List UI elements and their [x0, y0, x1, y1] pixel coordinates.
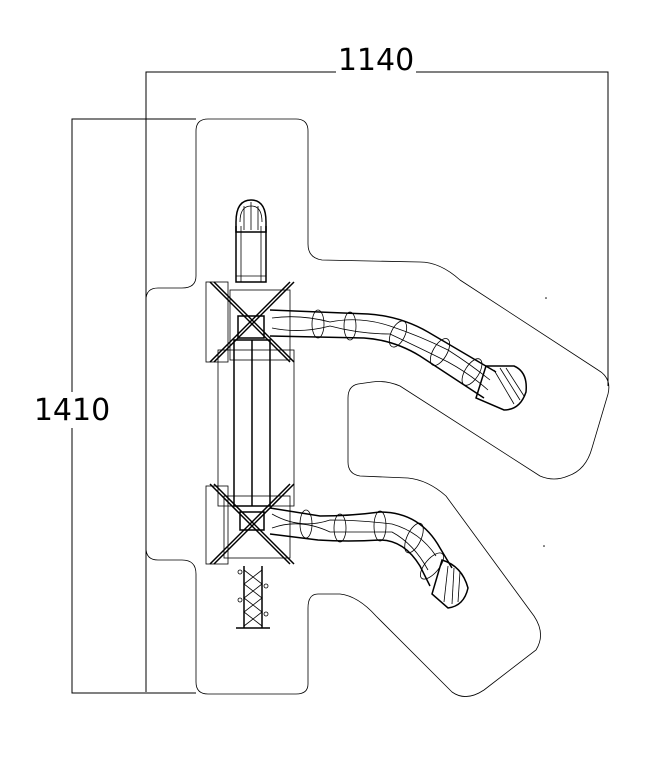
- upper-tube-slide: [269, 309, 527, 411]
- drawing-mark: [543, 545, 545, 547]
- dimension-width: 1140: [145, 43, 609, 692]
- dimension-height-label: 1410: [34, 393, 110, 428]
- spiral-ladder: [236, 566, 270, 629]
- central-bridge: [217, 339, 295, 507]
- safety-zone-outline: [145, 118, 610, 697]
- lower-tower-platform: [205, 483, 295, 565]
- dimension-height: 1410: [30, 118, 196, 694]
- drawing-mark: [545, 297, 547, 299]
- straight-slide: [235, 199, 267, 283]
- dimension-width-label: 1140: [338, 43, 414, 78]
- upper-tower-platform: [205, 281, 295, 363]
- lower-tube-slide: [269, 507, 469, 609]
